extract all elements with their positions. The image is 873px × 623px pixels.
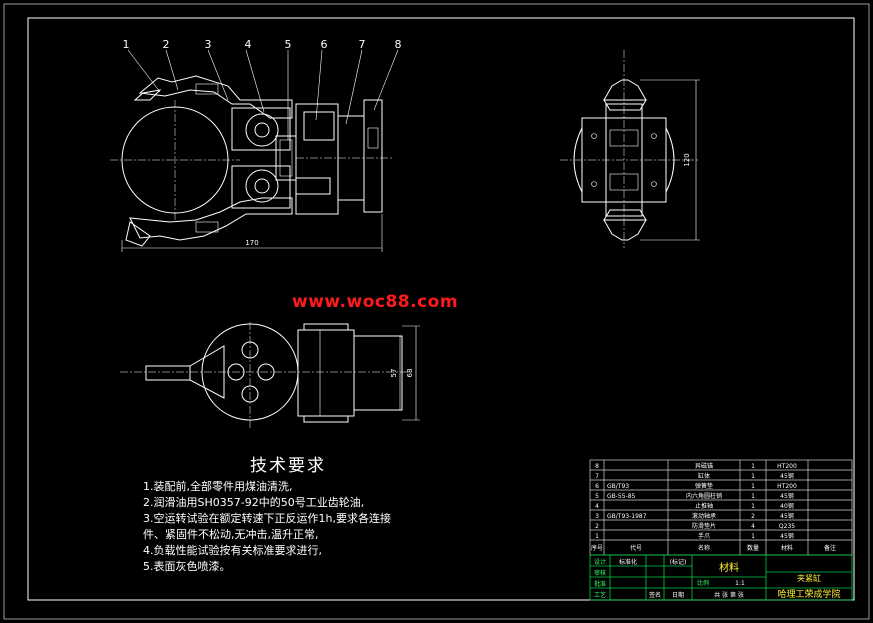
row7-no: 7 xyxy=(595,473,599,480)
tb-signature: 签名 xyxy=(649,591,661,599)
row6-code: GB/T93 xyxy=(607,483,629,490)
row4-mat: 40钢 xyxy=(780,502,794,510)
row2-qty: 4 xyxy=(751,523,755,530)
row8-qty: 1 xyxy=(751,463,755,470)
title-block: 设计 标准化 (标记) 审核 批准 工艺 签名 日期 材料 比例 1:1 共 张… xyxy=(589,554,853,601)
row2-name: 防滑垫片 xyxy=(692,522,716,530)
requirement-item: 5.表面灰色喷漆。 xyxy=(143,560,231,573)
row7-qty: 1 xyxy=(751,473,755,480)
row2-no: 2 xyxy=(595,523,599,530)
row4-name: 止推轴 xyxy=(695,502,713,510)
callout-6: 6 xyxy=(321,38,328,51)
requirements-title: 技术要求 xyxy=(250,456,326,476)
row6-name: 弹簧垫 xyxy=(695,482,713,490)
tb-sheet: 共 张 第 张 xyxy=(714,591,744,599)
tb-scale-label: 比例 xyxy=(697,579,709,587)
tb-designer: 设计 xyxy=(594,558,606,566)
parts-table: 8 异磁锚 1 HT200 7 缸体 1 45钢 6 GB/T93 弹簧垫 1 … xyxy=(589,459,853,556)
requirement-item: 件、紧固件不松动,无冲击,温升正常, xyxy=(143,528,319,541)
front-view: 170 xyxy=(110,75,392,252)
hdr-qty: 数量 xyxy=(747,544,759,552)
row3-mat: 45钢 xyxy=(780,512,794,520)
requirement-item: 4.负载性能试验按有关标准要求进行, xyxy=(143,544,322,557)
tb-school: 哈理工荣成学院 xyxy=(777,588,840,600)
hdr-code: 代号 xyxy=(630,544,642,552)
side-view: 120 xyxy=(560,50,700,248)
dim-side-height: 120 xyxy=(683,153,691,166)
row2-mat: Q235 xyxy=(779,523,795,530)
dim-top-outer: 68 xyxy=(406,369,414,378)
row1-name: 手爪 xyxy=(698,532,710,540)
requirement-item: 1.装配前,全部零件用煤油清洗, xyxy=(143,480,293,493)
callout-5: 5 xyxy=(285,38,292,51)
row1-mat: 45钢 xyxy=(780,532,794,540)
row8-no: 8 xyxy=(595,463,599,470)
callout-7: 7 xyxy=(359,38,366,51)
callout-8: 8 xyxy=(395,38,402,51)
row6-mat: HT200 xyxy=(777,483,797,490)
row5-mat: 45钢 xyxy=(780,492,794,500)
watermark: www.woc88.com xyxy=(292,292,459,312)
part-callouts: 1 2 3 4 5 6 7 8 xyxy=(123,38,402,140)
tb-standard: 标准化 xyxy=(619,558,637,566)
row3-code: GB/T93-1987 xyxy=(607,513,647,520)
hdr-name: 名称 xyxy=(698,544,710,552)
row6-no: 6 xyxy=(595,483,599,490)
dim-front-width: 170 xyxy=(245,239,258,247)
tb-approver: 批准 xyxy=(594,580,606,588)
row8-name: 异磁锚 xyxy=(695,462,713,470)
row5-qty: 1 xyxy=(751,493,755,500)
row1-no: 1 xyxy=(595,533,599,540)
row4-qty: 1 xyxy=(751,503,755,510)
callout-2: 2 xyxy=(163,38,170,51)
tb-checker: 审核 xyxy=(594,569,606,577)
tb-drawing-name: 夹紧缸 xyxy=(797,573,821,583)
row3-no: 3 xyxy=(595,513,599,520)
row4-no: 4 xyxy=(595,503,599,510)
requirement-item: 2.润滑油用SH0357-92中的50号工业齿轮油, xyxy=(143,496,365,509)
callout-1: 1 xyxy=(123,38,130,51)
row3-qty: 2 xyxy=(751,513,755,520)
outer-frame xyxy=(3,3,870,620)
tb-material: 材料 xyxy=(719,561,739,574)
row1-qty: 1 xyxy=(751,533,755,540)
dim-top-inner: 57 xyxy=(390,369,398,378)
row3-name: 滚动轴承 xyxy=(692,512,716,520)
hdr-no: 序号 xyxy=(591,544,603,552)
tb-mark: (标记) xyxy=(670,558,687,566)
top-view: 57 68 xyxy=(120,322,420,428)
hdr-mat: 材料 xyxy=(781,544,793,552)
tb-scale: 1:1 xyxy=(735,580,745,587)
tb-date: 日期 xyxy=(672,591,684,599)
hdr-note: 备注 xyxy=(824,544,836,552)
row5-no: 5 xyxy=(595,493,599,500)
row5-code: GB-55-85 xyxy=(607,493,636,500)
callout-4: 4 xyxy=(245,38,252,51)
callout-3: 3 xyxy=(205,38,212,51)
requirement-item: 3.空运转试验在额定转速下正反运作1h,要求各连接 xyxy=(143,512,391,525)
row7-name: 缸体 xyxy=(698,472,710,480)
inner-frame xyxy=(27,17,855,601)
row8-mat: HT200 xyxy=(777,463,797,470)
tb-craft: 工艺 xyxy=(594,591,606,599)
row6-qty: 1 xyxy=(751,483,755,490)
row7-mat: 45钢 xyxy=(780,472,794,480)
row5-name: 内六角圆柱销 xyxy=(686,492,722,500)
